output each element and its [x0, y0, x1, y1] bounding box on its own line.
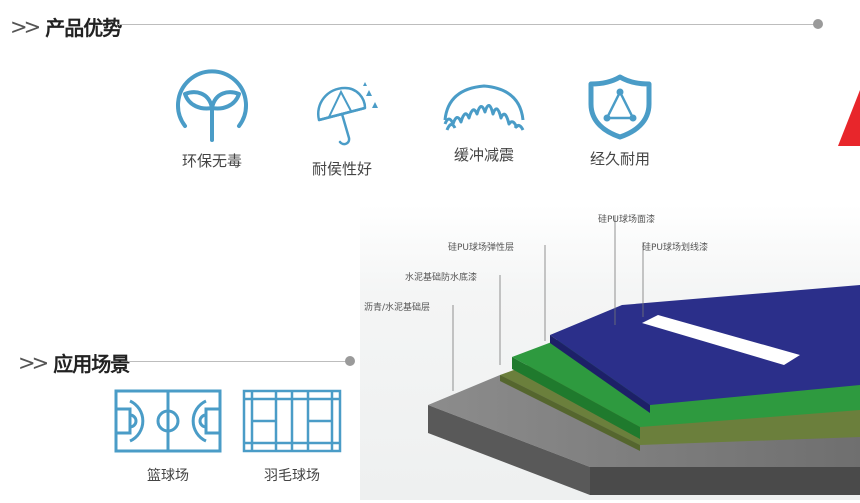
basketball-court-icon	[114, 389, 222, 453]
layer-label-lines: 硅PU球场划线漆	[642, 243, 709, 253]
advantages-title: 产品优势	[45, 16, 122, 40]
applications-title: 应用场景	[53, 352, 130, 376]
shield-durable-icon	[588, 74, 652, 140]
advantages-header: >> 产品优势	[10, 12, 122, 41]
umbrella-weather-icon	[316, 82, 378, 146]
advantage-label: 经久耐用	[589, 150, 650, 168]
layer-label-base: 沥青/水泥基础层	[364, 303, 431, 313]
application-item-basketball: 篮球场	[114, 389, 222, 485]
double-arrow-icon: >>	[18, 350, 49, 375]
layer-label-primer: 水泥基础防水底漆	[405, 273, 478, 283]
application-item-badminton: 羽毛球场	[242, 389, 342, 485]
layer-label-elastic: 硅PU球场弹性层	[448, 243, 515, 253]
court-line-stripe	[642, 315, 800, 365]
advantages-divider-dot	[813, 19, 823, 29]
elastic-layer-front	[512, 357, 640, 439]
application-label: 篮球场	[147, 468, 189, 484]
applications-header: >> 应用场景	[18, 348, 130, 377]
spring-shock-icon	[443, 84, 525, 131]
application-label: 羽毛球场	[264, 468, 320, 484]
advantage-item-weather: 耐侯性好	[287, 80, 397, 179]
base-layer-side	[590, 467, 860, 495]
top-coat-layer	[550, 285, 860, 405]
double-arrow-icon: >>	[10, 14, 41, 39]
applications-divider-dot	[345, 356, 355, 366]
red-accent-shape	[838, 90, 860, 146]
base-layer-front	[428, 405, 590, 495]
court-layer-diagram	[360, 205, 860, 500]
layer-label-topcoat: 硅PU球场面漆	[598, 215, 656, 225]
advantage-item-shock: 缓冲减震	[429, 80, 539, 165]
badminton-court-icon	[242, 389, 342, 453]
primer-layer-front	[500, 375, 640, 451]
advantage-label: 缓冲减震	[453, 146, 514, 164]
top-coat-front	[550, 335, 650, 413]
advantage-label: 环保无毒	[181, 152, 242, 170]
applications-divider	[128, 361, 348, 362]
advantage-item-eco: 环保无毒	[157, 66, 267, 171]
advantage-label: 耐侯性好	[311, 160, 372, 178]
advantages-divider	[118, 24, 818, 25]
eco-leaf-icon	[176, 69, 248, 142]
advantage-item-durable: 经久耐用	[565, 74, 675, 169]
